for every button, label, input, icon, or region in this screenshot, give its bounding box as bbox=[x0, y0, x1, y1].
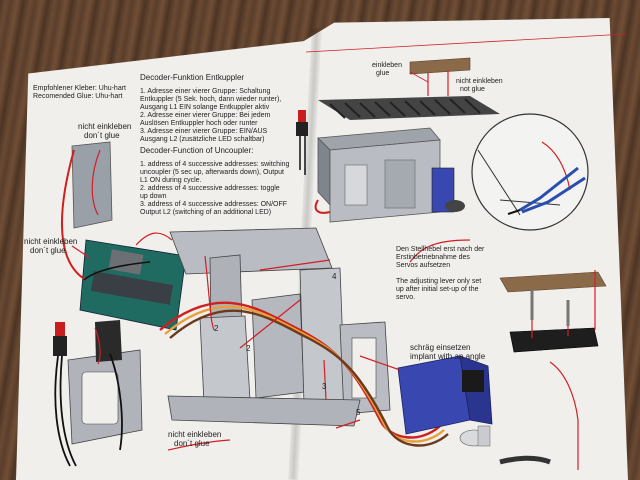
screw-icon bbox=[530, 290, 570, 326]
servo-note-de: Erstinbetriebnahme des bbox=[396, 254, 470, 261]
magnifier-circle-icon bbox=[471, 113, 589, 231]
decoder-de-line: Ausgang L1 EIN solange Entkuppler aktiv bbox=[140, 104, 270, 111]
push-button-icon bbox=[296, 110, 308, 175]
uncoupler-bar bbox=[318, 96, 500, 120]
servo-note-de: Servos aufsetzen bbox=[396, 262, 451, 269]
decoder-en-line: up down bbox=[140, 193, 167, 200]
label-dont-glue: don´t glue bbox=[84, 131, 120, 140]
pliers-icon bbox=[507, 166, 586, 215]
part-number: 3 bbox=[322, 382, 327, 391]
decoder-en-line: Output L2 (switching of an additional LE… bbox=[140, 209, 272, 216]
servo bbox=[397, 355, 551, 465]
label-implant-angle: implant with an angle bbox=[410, 352, 486, 361]
label-dont-glue: don´t glue bbox=[174, 439, 210, 448]
label-nicht-einkleben: nicht einkleben bbox=[78, 122, 132, 131]
servo-note-en: servo. bbox=[396, 294, 416, 301]
decoder-de-line: 1. Adresse einer vierer Gruppe: Schaltun… bbox=[140, 88, 271, 95]
base-plate bbox=[167, 395, 361, 427]
top-panel bbox=[169, 227, 333, 275]
decoder-de-line: 2. Adresse einer vierer Gruppe: Bei jede… bbox=[140, 112, 271, 119]
label-nicht-einkleben: nicht einkleben bbox=[168, 430, 222, 439]
label-not-glue: not glue bbox=[460, 86, 485, 93]
label-nicht-einkleben: nicht einkleben bbox=[456, 78, 503, 85]
decoder-board bbox=[79, 239, 187, 331]
decoder-en-line: 1. address of 4 successive addresses: sw… bbox=[140, 161, 290, 168]
part-number: 5 bbox=[356, 408, 361, 417]
decoder-de-line: Entkuppler (5 Sek. hoch, dann wieder run… bbox=[140, 96, 282, 103]
decoder-en-line: uncoupler (5 sec up, afterwards down), O… bbox=[140, 169, 284, 176]
glue-note-en: Recomended Glue: Uhu-hart bbox=[33, 93, 123, 100]
assembled-module bbox=[314, 127, 465, 223]
assembly-arrows bbox=[71, 149, 596, 470]
pcb-plate-small bbox=[499, 271, 607, 293]
decoder-en-line: L1 ON during cycle. bbox=[140, 177, 202, 184]
glue-note-de: Empfohlener Kleber: Uhu-hart bbox=[33, 85, 126, 92]
label-schraeg-einsetzen: schräg einsetzen bbox=[410, 343, 471, 352]
decoder-en-line: 3. address of 4 successive addresses: ON… bbox=[140, 201, 288, 208]
decoder-de-line: 3. Adresse einer vierer Gruppe: EIN/AUS bbox=[140, 128, 268, 135]
base-plate-black bbox=[509, 327, 599, 353]
label-einkleben: einkleben bbox=[372, 62, 402, 69]
part-number: 2 bbox=[214, 324, 219, 333]
label-glue: glue bbox=[376, 70, 390, 77]
servo-note-en: up after initial set-up of the bbox=[396, 286, 479, 293]
decoder-de-line: Ausgang L2 (zusätzliche LED schaltbar) bbox=[140, 136, 265, 143]
decoder-en-line: 2. address of 4 successive addresses: to… bbox=[140, 185, 280, 192]
label-dont-glue: don´t glue bbox=[30, 246, 66, 255]
label-nicht-einkleben: nicht einkleben bbox=[24, 237, 78, 246]
decoder-de-title: Decoder-Funktion Entkuppler bbox=[140, 73, 245, 82]
decoder-en-title: Decoder-Function of Uncoupler: bbox=[140, 146, 254, 155]
servo-note-de: Den Stellhebel erst nach der bbox=[396, 246, 485, 253]
part-number: 2 bbox=[246, 344, 251, 353]
servo-note-en: The adjusting lever only set bbox=[396, 278, 482, 285]
servo-cable bbox=[159, 301, 449, 447]
part-number: 4 bbox=[332, 272, 337, 281]
decoder-de-line: Auslösen Entkuppler hoch oder runter bbox=[140, 120, 258, 127]
